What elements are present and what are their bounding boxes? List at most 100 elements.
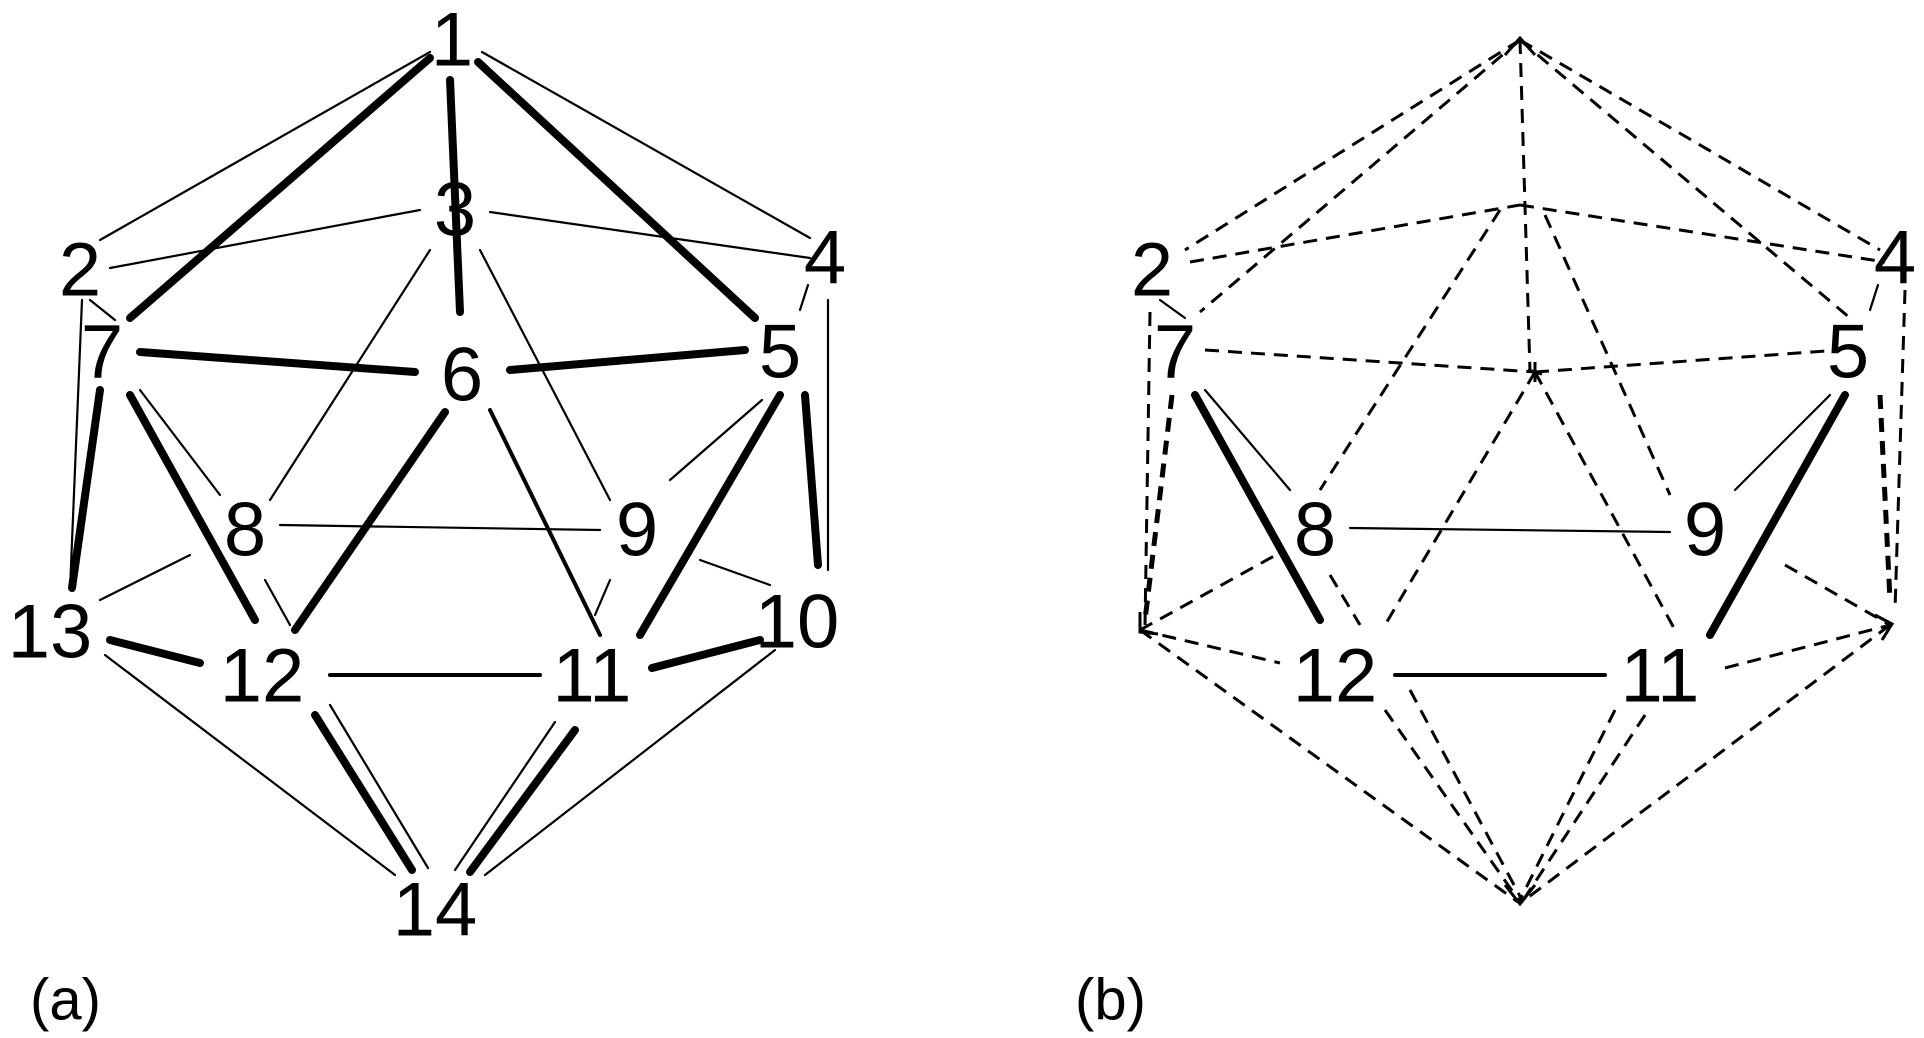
b-edge-top-4 [1519, 38, 1881, 252]
edge-1-5 [474, 58, 759, 322]
vertex-label-6: 6 [441, 333, 483, 418]
b-edge-11-rb [1724, 623, 1891, 670]
edge-11-14b [453, 720, 557, 872]
b-edge-7-12 [1191, 391, 1324, 624]
b-edge-5-9 [1733, 393, 1832, 492]
b-edge-back-4 [1519, 203, 1886, 264]
edge-8-13 [98, 553, 192, 602]
edge-3-9 [478, 248, 612, 502]
panel-b-caption: (b) [1075, 968, 1146, 1033]
b-edge-7-left [1142, 394, 1175, 621]
edge-7-8 [138, 388, 222, 497]
b-edge-11-bot2 [1518, 709, 1617, 901]
b-edge-c-11 [1533, 371, 1677, 631]
vertex-label-14: 14 [393, 868, 478, 953]
b-edge-8-9 [1348, 526, 1672, 534]
edge-1-3 [446, 76, 464, 316]
edge-8-12 [263, 578, 292, 627]
b-edge-back-9 [1543, 214, 1672, 496]
b-edge-8-12 [1328, 574, 1362, 626]
b-edge-7-8 [1203, 388, 1292, 492]
b-edge-lb-12 [1139, 628, 1281, 665]
b-tip-top [1503, 35, 1537, 56]
vertex-label-12: 12 [220, 634, 305, 719]
edge-1-2 [98, 50, 432, 242]
edge-7-6 [136, 348, 419, 376]
panel-a-labels: 1 2 3 4 5 6 7 8 9 10 11 12 13 14 [8, 0, 846, 953]
b-tip-bottom [1503, 884, 1537, 907]
b-vertex-label-9: 9 [1684, 488, 1726, 573]
edge-9-10 [698, 558, 772, 587]
edge-4-5 [798, 283, 810, 312]
b-edge-5-right [1877, 394, 1893, 601]
edge-7-12 [126, 391, 259, 624]
b-edge-9-rb [1784, 563, 1891, 627]
edge-13-14 [103, 653, 397, 877]
edge-13-12 [106, 636, 204, 667]
panel-b-labels: 2 4 5 7 8 9 11 12 [1131, 216, 1916, 719]
b-edge-4-right [1893, 289, 1907, 611]
edge-7-13 [68, 386, 104, 592]
b-edge-2-left [1143, 311, 1152, 626]
panel-a-caption: (a) [30, 968, 101, 1033]
vertex-label-3: 3 [434, 168, 476, 253]
b-edge-c-12 [1383, 371, 1537, 626]
b-center-star [1527, 362, 1543, 382]
b-edge-7-c [1204, 348, 1536, 374]
b-edge-12-bot [1383, 709, 1522, 903]
b-vertex-label-7: 7 [1154, 310, 1196, 395]
edge-12-14b [328, 703, 430, 870]
edge-11-14 [466, 726, 579, 876]
edge-11-10 [648, 636, 764, 672]
vertex-label-5: 5 [759, 310, 801, 395]
b-tip-left [1138, 612, 1159, 636]
b-vertex-label-4: 4 [1874, 216, 1916, 301]
b-edge-c-5 [1534, 348, 1841, 374]
b-edge-top-2 [1184, 38, 1521, 252]
panel-a-edges [68, 50, 830, 877]
b-edge-12-bot2 [1408, 689, 1524, 901]
edge-6-11 [488, 408, 602, 637]
b-vertex-label-12: 12 [1293, 634, 1378, 719]
edge-2-13 [68, 298, 84, 592]
edge-3-8 [268, 248, 432, 502]
b-edge-top-7 [1199, 38, 1521, 314]
b-edge-2-back [1189, 203, 1521, 264]
vertex-label-2: 2 [59, 228, 101, 313]
edge-6-5 [506, 346, 749, 374]
vertex-label-1: 1 [431, 0, 473, 83]
b-edge-back-8 [1318, 209, 1502, 491]
edge-5-10 [801, 391, 822, 569]
edge-5-11 [636, 391, 784, 639]
edge-9-11 [593, 578, 612, 617]
b-vertex-label-2: 2 [1131, 228, 1173, 313]
b-edge-11-bot [1520, 714, 1647, 903]
edge-10-14 [483, 648, 777, 877]
b-edge-lb-8 [1139, 548, 1286, 632]
b-vertex-label-5: 5 [1827, 310, 1869, 395]
b-edge-top-5 [1519, 38, 1851, 320]
edge-8-9 [278, 523, 602, 532]
panel-b-edges [1138, 35, 1907, 907]
b-edge-rb-bot [1521, 623, 1891, 904]
b-vertex-label-8: 8 [1294, 488, 1336, 573]
b-edge-2-7 [1158, 298, 1187, 320]
b-vertex-label-11: 11 [1621, 634, 1700, 719]
b-edge-lb-bot [1139, 628, 1519, 904]
edge-6-12 [291, 408, 449, 634]
edge-2-7 [88, 298, 117, 322]
b-edge-4-5 [1868, 283, 1880, 312]
vertex-label-13: 13 [8, 590, 93, 675]
vertex-label-11: 11 [553, 634, 632, 719]
vertex-label-7: 7 [81, 310, 123, 395]
edge-3-4 [488, 210, 812, 260]
edge-5-9 [668, 398, 764, 482]
edge-1-4 [480, 50, 812, 240]
vertex-label-4: 4 [804, 216, 846, 301]
vertex-label-9: 9 [616, 488, 658, 573]
b-tip-right [1874, 613, 1895, 641]
b-edge-5-11 [1706, 391, 1849, 639]
edge-12-14 [311, 711, 416, 874]
vertex-label-8: 8 [224, 488, 266, 573]
